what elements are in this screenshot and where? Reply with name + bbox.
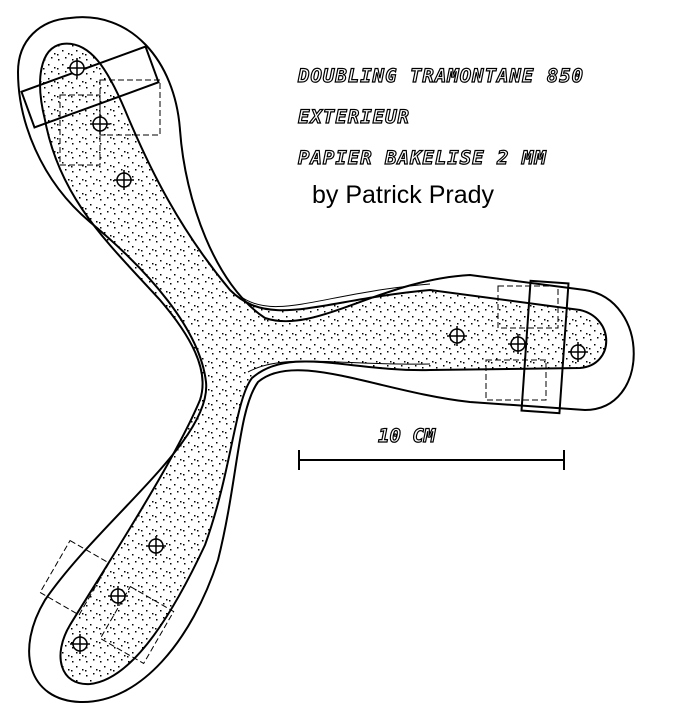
hole-markers (67, 58, 588, 654)
title-line-1: DOUBLING TRAMONTANE 850 (297, 65, 584, 87)
title-line-2: EXTERIEUR (298, 106, 410, 128)
crosshair-icon (508, 334, 528, 354)
crosshair-icon (568, 342, 588, 362)
title-line-3: PAPIER BAKELISE 2 MM (298, 147, 547, 169)
scale-bar (298, 450, 565, 470)
crosshair-icon (447, 326, 467, 346)
crosshair-icon (114, 170, 134, 190)
crosshair-icon (146, 536, 166, 556)
crosshair-icon (108, 586, 128, 606)
inner-offset-line (239, 283, 431, 373)
bottom-arm-fixtures (39, 539, 175, 665)
crosshair-icon (90, 114, 110, 134)
right-arm-fixtures (485, 279, 570, 415)
crosshair-icon (70, 634, 90, 654)
scale-label: 10 CM (378, 425, 436, 447)
crosshair-icon (67, 58, 87, 78)
inner-profile (39, 42, 608, 686)
author: by Patrick Prady (312, 181, 495, 209)
